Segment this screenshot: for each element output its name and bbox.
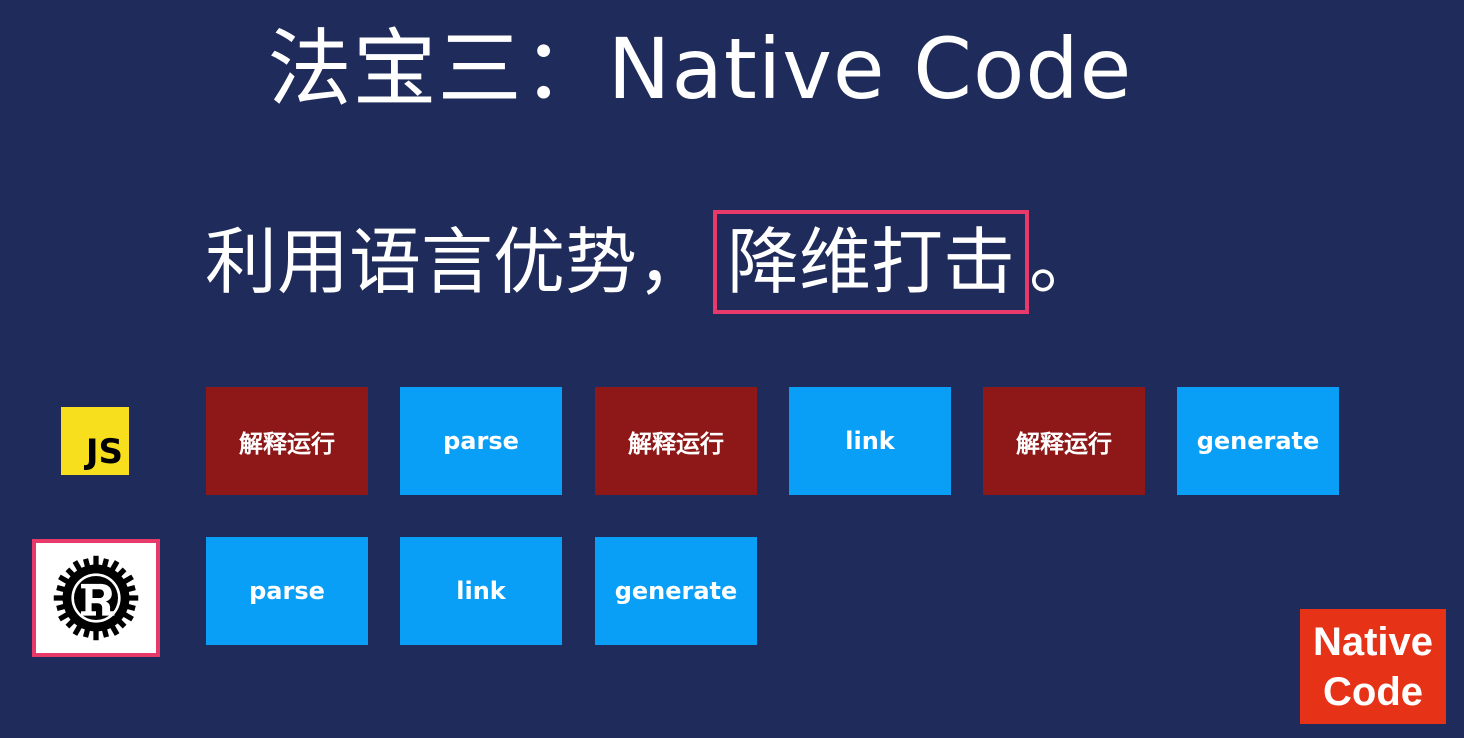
js-step-interpret-3: 解释运行 xyxy=(983,387,1145,495)
slide-subtitle: 利用语言优势，降维打击。 xyxy=(205,210,1101,314)
rust-logo-frame xyxy=(32,539,160,657)
rust-step-link: link xyxy=(400,537,562,645)
js-step-interpret-1: 解释运行 xyxy=(206,387,368,495)
native-code-badge: Native Code xyxy=(1300,609,1446,724)
rust-step-generate: generate xyxy=(595,537,757,645)
badge-line-2: Code xyxy=(1323,670,1423,714)
rust-logo-icon xyxy=(53,555,139,641)
js-logo-text: JS xyxy=(85,432,123,472)
subtitle-prefix: 利用语言优势， xyxy=(205,220,710,304)
js-step-parse: parse xyxy=(400,387,562,495)
slide-title: 法宝三：Native Code xyxy=(267,20,1133,118)
js-step-link: link xyxy=(789,387,951,495)
js-step-generate: generate xyxy=(1177,387,1339,495)
subtitle-highlight: 降维打击 xyxy=(713,210,1030,314)
rust-step-parse: parse xyxy=(206,537,368,645)
badge-line-1: Native xyxy=(1312,620,1434,664)
subtitle-suffix: 。 xyxy=(1029,220,1102,304)
javascript-logo-icon: JS xyxy=(61,407,129,475)
js-step-interpret-2: 解释运行 xyxy=(595,387,757,495)
